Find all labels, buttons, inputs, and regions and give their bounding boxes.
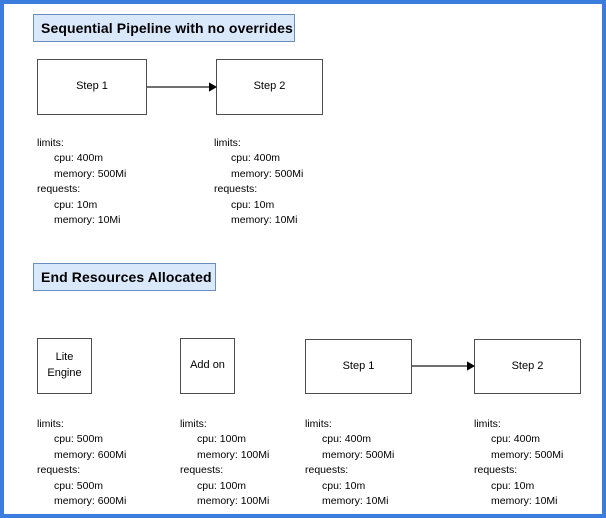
limits-memory: memory: 500Mi bbox=[231, 167, 304, 180]
limits-memory: memory: 500Mi bbox=[54, 167, 127, 180]
node-box-step-2[interactable]: Step 2 bbox=[216, 59, 323, 115]
limits-key: limits: bbox=[305, 418, 332, 430]
requests-key: requests: bbox=[305, 464, 349, 477]
limits-memory: memory: 600Mi bbox=[54, 448, 127, 461]
limits-memory: memory: 500Mi bbox=[322, 448, 395, 461]
requests-memory: memory: 10Mi bbox=[231, 214, 298, 227]
limits-key: limits: bbox=[214, 137, 241, 149]
node-box-add-on[interactable]: Add on bbox=[180, 338, 235, 394]
requests-key: requests: bbox=[474, 464, 518, 477]
limits-key: limits: bbox=[37, 418, 64, 430]
node-box-step-2[interactable]: Step 2 bbox=[474, 339, 581, 394]
limits-memory: memory: 100Mi bbox=[197, 448, 270, 461]
requests-cpu: cpu: 10m bbox=[491, 479, 535, 492]
limits-key: limits: bbox=[180, 418, 207, 430]
resource-block-add-on: limits: cpu: 100m memory: 100Mi requests… bbox=[180, 417, 269, 510]
limits-cpu: cpu: 400m bbox=[491, 433, 541, 446]
node-box-step-1[interactable]: Step 1 bbox=[305, 339, 412, 394]
requests-memory: memory: 100Mi bbox=[197, 495, 270, 508]
requests-cpu: cpu: 10m bbox=[322, 479, 366, 492]
requests-cpu: cpu: 10m bbox=[54, 198, 98, 211]
section-header-sequential-pipeline: Sequential Pipeline with no overrides bbox=[33, 14, 295, 42]
connector-arrow-step1-to-step2 bbox=[147, 82, 217, 92]
node-box-lite-engine[interactable]: Lite Engine bbox=[37, 338, 92, 394]
requests-key: requests: bbox=[214, 183, 258, 196]
node-label: Step 2 bbox=[511, 359, 544, 372]
node-label: Add on bbox=[190, 359, 225, 372]
requests-key: requests: bbox=[37, 183, 81, 196]
requests-cpu: cpu: 10m bbox=[231, 198, 275, 211]
limits-cpu: cpu: 400m bbox=[231, 152, 281, 165]
section-header-end-resources-allocated: End Resources Allocated bbox=[33, 263, 216, 291]
requests-key: requests: bbox=[180, 464, 224, 477]
resource-block-step-2: limits: cpu: 400m memory: 500Mi requests… bbox=[214, 136, 303, 229]
requests-memory: memory: 10Mi bbox=[54, 214, 121, 227]
limits-cpu: cpu: 400m bbox=[322, 433, 372, 446]
requests-memory: memory: 600Mi bbox=[54, 495, 127, 508]
requests-cpu: cpu: 100m bbox=[197, 479, 247, 492]
requests-cpu: cpu: 500m bbox=[54, 479, 104, 492]
node-label: Step 1 bbox=[76, 80, 108, 93]
node-box-step-1[interactable]: Step 1 bbox=[37, 59, 147, 115]
limits-key: limits: bbox=[37, 137, 64, 149]
resource-block-step-1: limits: cpu: 400m memory: 500Mi requests… bbox=[37, 136, 126, 229]
connector-arrow-step1-to-step2 bbox=[412, 361, 475, 371]
node-label: Step 2 bbox=[253, 80, 286, 93]
node-label: Step 1 bbox=[342, 359, 375, 372]
limits-cpu: cpu: 400m bbox=[54, 152, 104, 165]
resource-block-step-1: limits: cpu: 400m memory: 500Mi requests… bbox=[305, 417, 394, 510]
limits-cpu: cpu: 100m bbox=[197, 433, 247, 446]
requests-memory: memory: 10Mi bbox=[491, 495, 558, 508]
requests-memory: memory: 10Mi bbox=[322, 495, 389, 508]
requests-key: requests: bbox=[37, 464, 81, 477]
resource-block-lite-engine: limits: cpu: 500m memory: 600Mi requests… bbox=[37, 417, 126, 510]
resource-block-step-2: limits: cpu: 400m memory: 500Mi requests… bbox=[474, 417, 563, 510]
limits-key: limits: bbox=[474, 418, 501, 430]
limits-memory: memory: 500Mi bbox=[491, 448, 564, 461]
node-label: Lite Engine bbox=[47, 351, 82, 379]
limits-cpu: cpu: 500m bbox=[54, 433, 104, 446]
